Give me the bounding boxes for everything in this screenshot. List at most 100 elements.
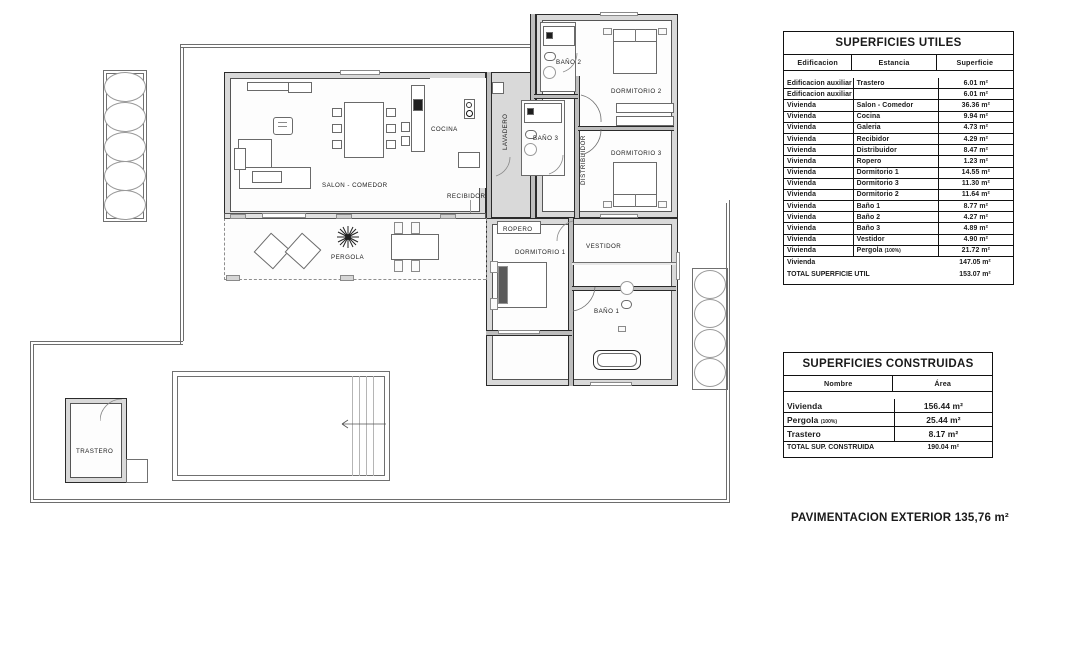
room-label-bano3: BAÑO 3 <box>533 135 559 142</box>
room-label-dormitorio3: DORMITORIO 3 <box>611 150 662 157</box>
door-swing-icon <box>572 286 596 312</box>
wardrobe <box>616 116 674 126</box>
cell-superficie: 11.30 m² <box>961 180 990 188</box>
nightstand <box>490 261 498 273</box>
shrub-icon <box>104 102 146 132</box>
shrub-icon <box>694 299 726 328</box>
cell-nombre: Pergola (100%) <box>784 413 894 426</box>
fridge-knob-icon <box>466 110 473 117</box>
trastero-annex <box>126 459 148 483</box>
cell-estancia: Baño 3 <box>852 223 939 234</box>
pool-outer <box>172 371 390 481</box>
nightstand <box>603 28 612 35</box>
lavadero-appliance <box>492 82 504 94</box>
room-label-trastero: TRASTERO <box>76 448 114 455</box>
cell-estancia: Recibidor <box>852 133 939 145</box>
table-row: Edificacion auxiliar 6.01 m² <box>784 89 1013 101</box>
pergola-post <box>340 275 354 281</box>
kitchen-stool <box>401 122 410 132</box>
cell-area: 25.44 m² <box>893 413 992 427</box>
window <box>262 213 306 218</box>
pavimentacion-exterior-note: PAVIMENTACION EXTERIOR 135,76 m² <box>791 512 1009 524</box>
toilet-icon <box>621 300 632 309</box>
table-header-row: Nombre Área <box>784 375 992 392</box>
table-spacer <box>784 71 1013 78</box>
outdoor-chair <box>411 260 420 272</box>
cell-superficie: 8.77 m² <box>963 202 989 210</box>
door-swing-icon <box>580 94 602 123</box>
cell-edificacion: Edificacion auxiliar <box>787 90 852 98</box>
nightstand <box>603 201 612 208</box>
room-label-recibidor: RECIBIDOR <box>447 193 486 200</box>
cell-estancia: Salon - Comedor <box>852 100 939 111</box>
col-header-nombre: Nombre <box>824 379 853 388</box>
cell-superficie: 1.23 m² <box>963 157 989 165</box>
wardrobe <box>616 103 674 113</box>
room-label-bano1: BAÑO 1 <box>594 308 620 315</box>
dining-chair <box>386 108 396 117</box>
tv-unit-2 <box>288 82 312 93</box>
shrub-icon <box>104 132 146 162</box>
cell-nombre-sub: (100%) <box>820 418 837 425</box>
table-row: Vivienda Pergola (100%) 21.72 m² <box>784 245 1013 257</box>
table-subtotal-row: Vivienda 147.05 m² <box>784 257 1013 268</box>
dining-chair <box>332 108 342 117</box>
dining-table <box>344 102 384 158</box>
ropero-closet <box>497 221 541 234</box>
cell-superficie: 4.29 m² <box>963 135 989 143</box>
outdoor-chair <box>394 222 403 234</box>
pergola-post <box>226 275 240 281</box>
cell-superficie: 11.64 m² <box>961 191 990 199</box>
col-header-estancia: Estancia <box>851 55 937 70</box>
door-swing-icon <box>580 128 602 156</box>
door-swing-icon <box>548 154 564 175</box>
window <box>340 70 380 75</box>
window <box>600 214 638 218</box>
cell-estancia: Cocina <box>852 111 939 122</box>
table-title-construidas: SUPERFICIES CONSTRUIDAS <box>802 358 974 370</box>
shrub-icon <box>104 72 146 102</box>
cell-edificacion: Vivienda <box>787 202 817 210</box>
cell-area: 8.17 m² <box>893 427 992 441</box>
armchair <box>234 148 246 170</box>
cell-edificacion: Vivienda <box>787 146 817 154</box>
cell-superficie: 6.01 m² <box>963 90 989 98</box>
col-header-edificacion: Edificacion <box>797 58 838 67</box>
outdoor-chair <box>394 260 403 272</box>
cell-estancia: Pergola (100%) <box>852 245 939 256</box>
room-label-bano2: BAÑO 2 <box>556 59 582 66</box>
cell-edificacion: Vivienda <box>787 236 817 244</box>
total-value: 153.07 m² <box>959 270 991 278</box>
cell-edificacion: Vivienda <box>787 157 817 165</box>
total-value: 190.04 m² <box>927 443 959 451</box>
door-swing-icon <box>495 156 511 177</box>
room-label-cocina: COCINA <box>431 126 458 133</box>
window <box>498 330 540 334</box>
shrub-icon <box>104 161 146 191</box>
cell-superficie: 21.72 m² <box>961 247 991 255</box>
pool-inner <box>177 376 385 476</box>
cell-estancia: Dormitorio 2 <box>852 189 939 201</box>
cell-nombre: Trastero <box>787 428 821 439</box>
coffee-table <box>252 171 282 183</box>
room-label-dormitorio2: DORMITORIO 2 <box>611 88 662 95</box>
shower-drain-icon <box>546 32 553 39</box>
bed-pillows <box>498 266 508 304</box>
shrub-icon <box>694 358 726 387</box>
table-row: Trastero 8.17 m² <box>784 427 992 442</box>
towel-rail <box>618 326 626 332</box>
cell-area: 156.44 m² <box>893 399 992 413</box>
table-title-utiles: SUPERFICIES UTILES <box>835 37 962 49</box>
table-spacer <box>784 392 992 399</box>
dining-chair <box>386 140 396 149</box>
pergola-post <box>230 214 246 219</box>
